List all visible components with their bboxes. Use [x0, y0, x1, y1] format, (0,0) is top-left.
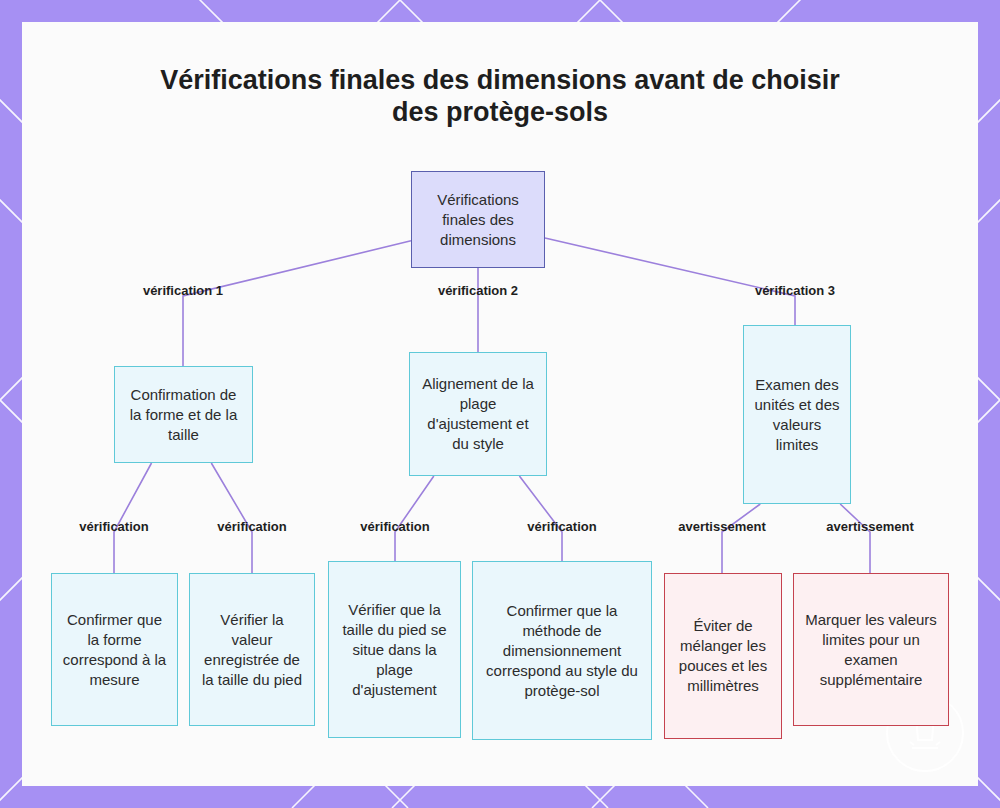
check-box: Alignement de la plage d'ajustement et d…: [409, 352, 547, 476]
check-box: Confirmer que la méthode de dimensionnem…: [472, 561, 652, 740]
edge-label: vérification 1: [143, 283, 223, 298]
connector-line: [114, 463, 152, 573]
node-text: Confirmer que la forme correspond à la m…: [61, 610, 168, 690]
node-text: Éviter de mélanger les pouces et les mil…: [674, 616, 772, 696]
edge-label: avertissement: [826, 519, 913, 534]
edge-label: vérification: [360, 519, 429, 534]
warning-box: Éviter de mélanger les pouces et les mil…: [664, 573, 782, 739]
edge-label: vérification 2: [438, 283, 518, 298]
node-text: Vérifier que la taille du pied se situe …: [338, 600, 451, 700]
root-box: Vérifications finales des dimensions: [411, 171, 545, 268]
edge-label: vérification: [79, 519, 148, 534]
node-text: Vérifications finales des dimensions: [421, 190, 535, 250]
node-text: Vérifier la valeur enregistrée de la tai…: [199, 610, 305, 690]
connector-line: [183, 241, 411, 366]
edge-label: vérification: [527, 519, 596, 534]
connector-line: [545, 238, 795, 325]
check-box: Examen des unités et des valeurs limites: [743, 325, 851, 504]
node-text: Examen des unités et des valeurs limites: [753, 375, 841, 455]
edge-label: vérification: [217, 519, 286, 534]
check-box: Confirmer que la forme correspond à la m…: [51, 573, 178, 726]
check-box: Confirmation de la forme et de la taille: [114, 366, 253, 463]
node-text: Alignement de la plage d'ajustement et d…: [419, 374, 537, 454]
check-box: Vérifier que la taille du pied se situe …: [328, 561, 461, 738]
connector-line: [211, 463, 252, 573]
node-text: Confirmation de la forme et de la taille: [124, 385, 243, 445]
connector-line: [840, 504, 870, 573]
diagram-title: Vérifications finales des dimensions ava…: [150, 64, 850, 128]
warning-box: Marquer les valeurs limites pour un exam…: [793, 573, 949, 726]
connector-line: [722, 504, 760, 573]
connector-line: [477, 268, 479, 352]
check-box: Vérifier la valeur enregistrée de la tai…: [189, 573, 315, 726]
node-text: Confirmer que la méthode de dimensionnem…: [482, 601, 642, 701]
edge-label: avertissement: [678, 519, 765, 534]
node-text: Marquer les valeurs limites pour un exam…: [803, 610, 939, 690]
edge-label: vérification 3: [755, 283, 835, 298]
